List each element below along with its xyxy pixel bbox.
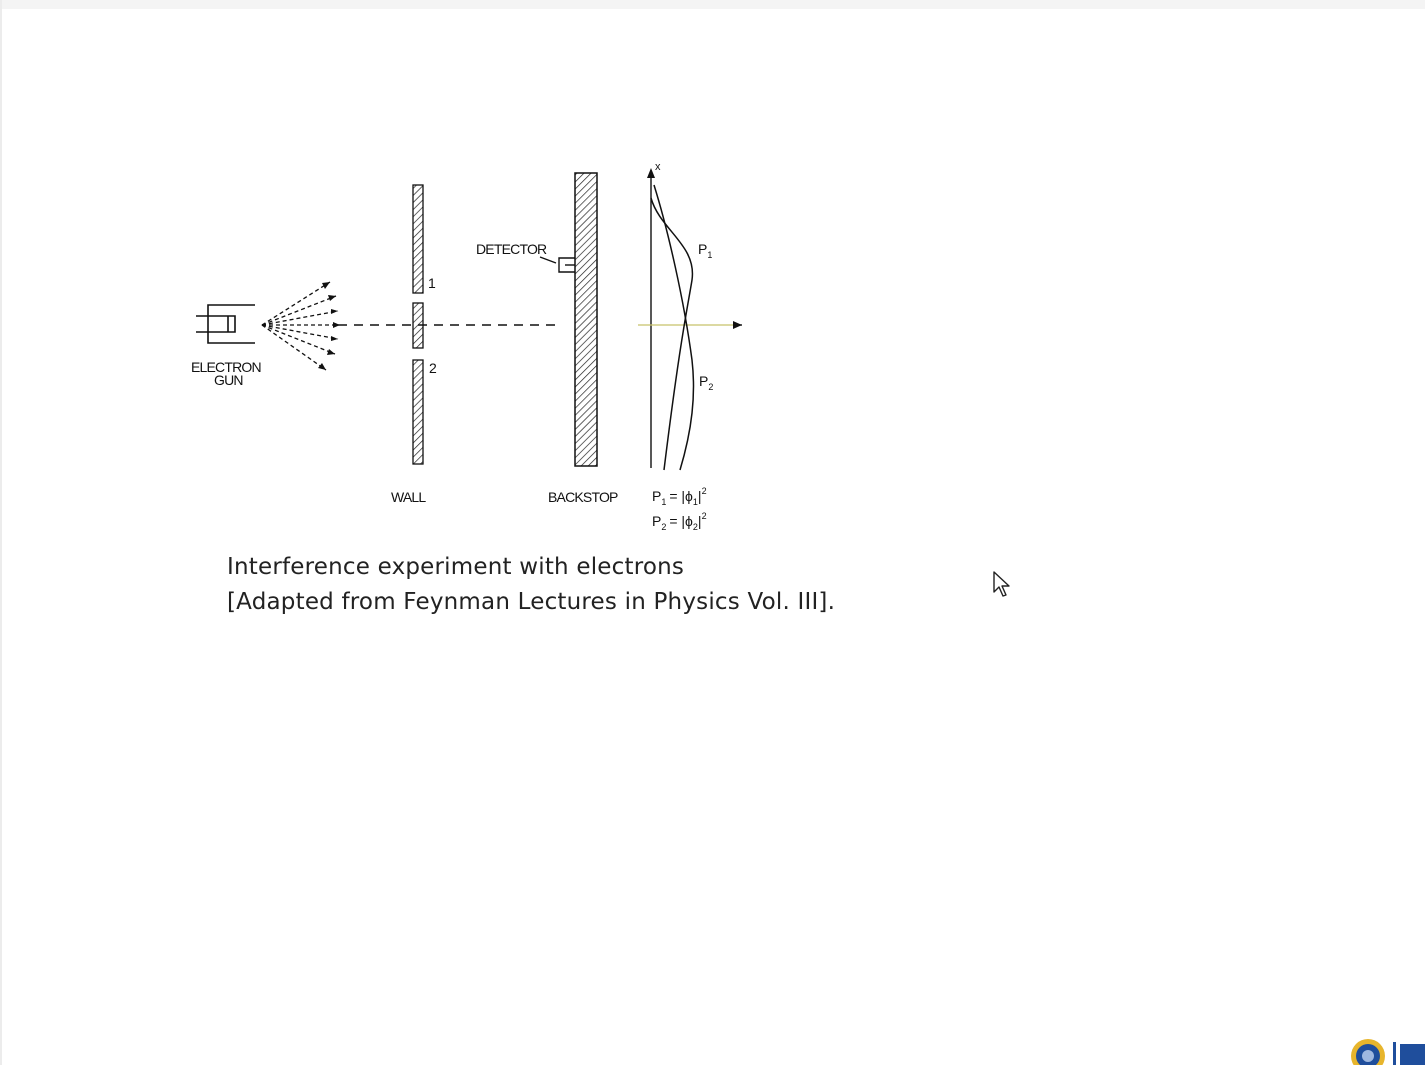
curve-p2-label: P2	[699, 373, 713, 392]
detector-label: DETECTOR	[476, 241, 547, 257]
mouse-pointer-icon	[993, 571, 1010, 597]
hole-1-label: 1	[428, 275, 436, 291]
caption-line-1: Interference experiment with electrons	[227, 554, 685, 580]
backstop	[574, 172, 598, 467]
electron-spray-arrows	[261, 281, 339, 371]
vertical-axis-arrowhead	[647, 168, 655, 178]
formula-p2: P2= |ϕ2|2	[652, 511, 707, 532]
electron-gun-label-2: GUN	[214, 372, 243, 388]
axis-x-label: x	[655, 161, 661, 173]
electron-spray-arrowheads	[318, 282, 340, 370]
electron-gun-label: ELECTRON	[191, 359, 261, 375]
top-band	[0, 0, 1425, 9]
caption-line-2: [Adapted from Feynman Lectures in Physic…	[227, 589, 836, 615]
wall-label: WALL	[391, 489, 426, 505]
curve-p1-label: P1	[698, 241, 712, 260]
wall	[412, 184, 424, 465]
figure-caption: Interference experiment with electrons […	[227, 550, 835, 620]
x-axis-arrowhead	[733, 321, 742, 329]
left-edge	[0, 0, 2, 1065]
electron-gun	[196, 304, 255, 344]
curve-p2	[653, 184, 695, 471]
curve-p1	[650, 197, 694, 471]
institute-logo-icon	[1351, 1039, 1425, 1065]
detector	[539, 256, 575, 273]
backstop-label: BACKSTOP	[548, 489, 618, 505]
hole-2-label: 2	[429, 360, 437, 376]
formula-p1: P1= |ϕ1|2	[652, 486, 707, 507]
